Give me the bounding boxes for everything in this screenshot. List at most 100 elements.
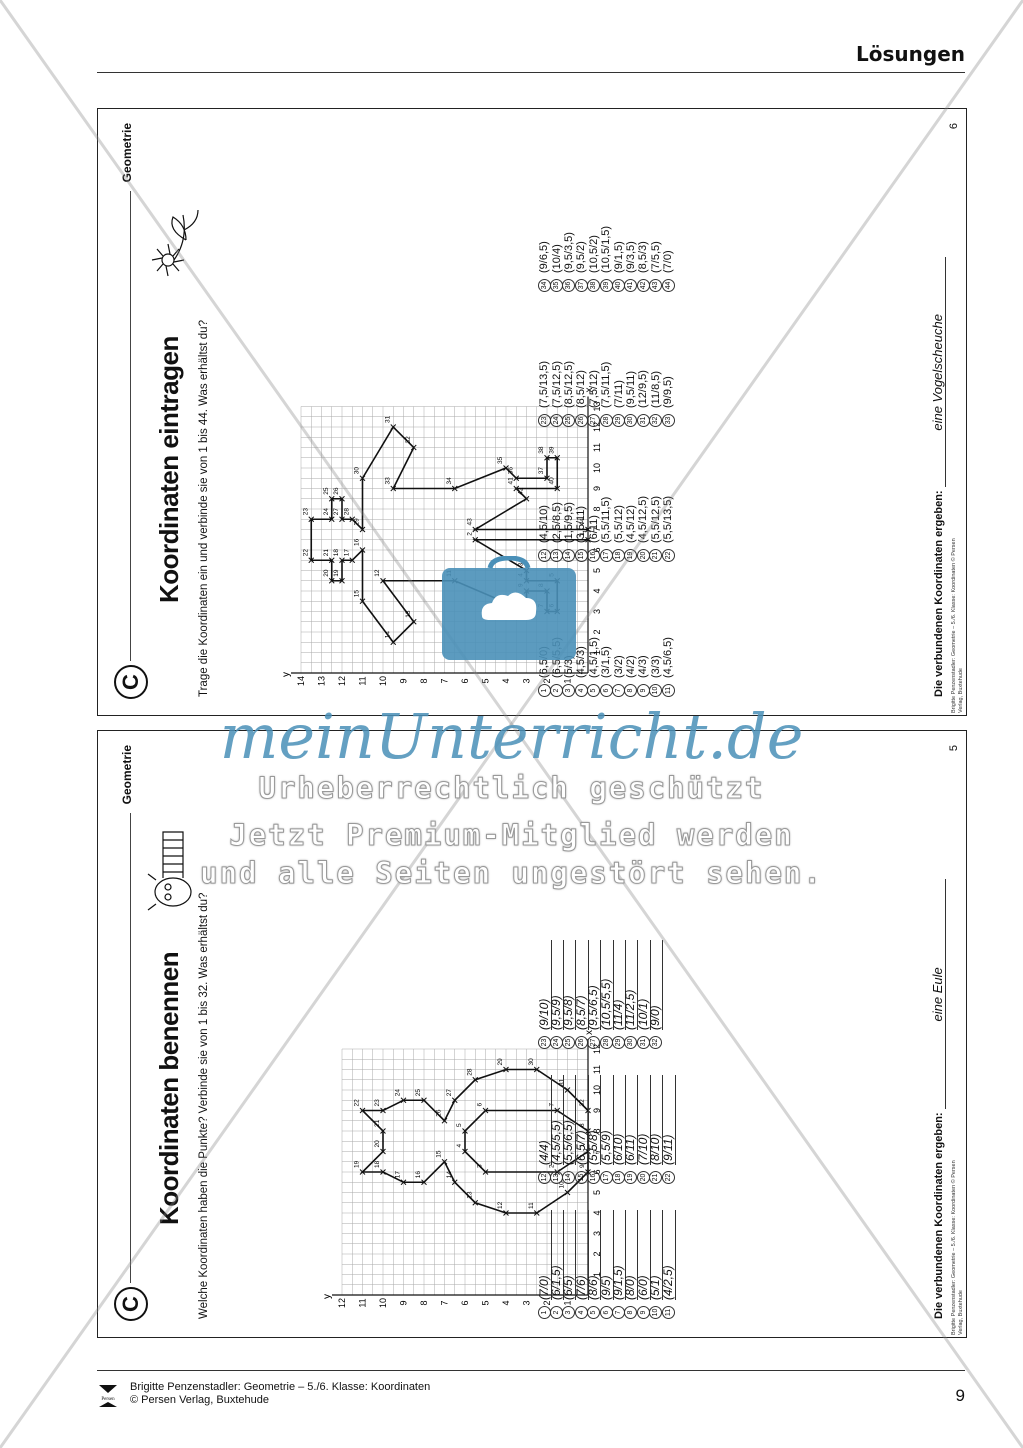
- y-tick-label: 11: [358, 1298, 368, 1307]
- point-number-badge: 9: [636, 684, 650, 697]
- coordinate-value: (9,5/3,5): [562, 232, 575, 273]
- y-tick-label: 3: [522, 678, 532, 683]
- coordinate-value: (4,5/6,5): [662, 637, 675, 678]
- coordinate-row: 43(7/5,5): [649, 112, 663, 292]
- point-number-badge: 11: [661, 1306, 675, 1319]
- point-number: 44: [579, 518, 586, 526]
- point-marker: [349, 557, 356, 564]
- coordinate-value: (9,5/11): [624, 370, 637, 408]
- point-number-badge: 34: [537, 279, 551, 292]
- point-number-badge: 8: [624, 1306, 638, 1319]
- point-marker: [564, 1087, 571, 1093]
- page-title: Lösungen: [856, 42, 965, 66]
- point-number-badge: 25: [562, 1036, 576, 1049]
- worksheet-page-number: 6: [948, 123, 960, 130]
- point-number-badge: 31: [636, 414, 650, 427]
- point-number-badge: 11: [661, 684, 675, 697]
- point-marker: [554, 1107, 561, 1114]
- point-marker: [349, 516, 356, 523]
- coordinate-value: (5,5/11,5): [600, 496, 613, 543]
- page-footer: Brigitte Penzenstadler: Geometrie – 5./6…: [130, 1381, 430, 1407]
- coordinate-value: (4,5/12): [624, 505, 637, 543]
- coordinate-value: (6/11): [587, 515, 600, 543]
- coordinate-value: (4,5/1,5): [587, 637, 600, 678]
- point-marker: [451, 1097, 458, 1104]
- point-number: 33: [384, 477, 391, 485]
- point-number: 15: [436, 1150, 443, 1158]
- page-number: 9: [955, 1386, 965, 1405]
- point-number-badge: 40: [612, 279, 626, 292]
- point-number-badge: 32: [649, 1036, 663, 1049]
- coordinate-value: (9/6,5): [538, 241, 551, 273]
- x-tick-label: 1: [592, 1272, 602, 1277]
- point-number: 32: [405, 436, 412, 444]
- point-marker: [359, 1169, 366, 1175]
- coordinate-value: (7,5/12): [587, 370, 600, 408]
- point-marker: [472, 1076, 479, 1083]
- x-tick-label: 3: [592, 609, 602, 614]
- point-number-badge: 24: [550, 1036, 564, 1049]
- coordinate-value: (4/2): [624, 655, 637, 678]
- footer-credit: Brigitte Penzenstadler: Geometrie – 5./6…: [130, 1381, 431, 1393]
- point-number-badge: 5: [587, 1306, 601, 1319]
- point-number: 13: [466, 1191, 473, 1199]
- point-number: 24: [395, 1089, 402, 1097]
- point-number: 12: [374, 569, 381, 577]
- point-marker: [339, 557, 345, 564]
- worksheet-title: Koordinaten benennen: [154, 951, 184, 1225]
- point-number: 18: [374, 1160, 381, 1168]
- point-marker: [328, 577, 335, 584]
- point-number: 29: [354, 518, 361, 526]
- y-tick-label: 7: [440, 1300, 450, 1305]
- point-number: 4: [456, 1144, 463, 1148]
- watermark-notice: Urheberrechtlich geschützt: [258, 771, 765, 806]
- point-number-badge: 21: [649, 1171, 663, 1184]
- point-marker: [462, 1128, 468, 1134]
- point-number: 15: [354, 590, 361, 598]
- figure-outline: [360, 1068, 589, 1214]
- point-number-badge: 10: [649, 684, 663, 697]
- point-number: 28: [343, 508, 350, 516]
- point-number: 17: [395, 1171, 402, 1179]
- point-number: 31: [559, 1078, 566, 1086]
- point-number-badge: 30: [624, 414, 638, 427]
- coordinate-value: (7/0): [662, 250, 675, 273]
- point-number-badge: 6: [599, 684, 613, 697]
- coordinate-value: (4,5/10): [538, 505, 551, 543]
- coordinate-row: 42(8,5/3): [636, 112, 650, 292]
- coordinate-value: (4/3): [637, 655, 650, 678]
- point-number-badge: 21: [649, 549, 663, 562]
- x-tick-label: 11: [592, 1065, 602, 1074]
- point-number-badge: 22: [661, 549, 675, 562]
- point-number-badge: 1: [537, 1306, 551, 1319]
- point-marker: [462, 1148, 468, 1155]
- coordinate-value: (9/9,5): [662, 376, 675, 408]
- owl-scholar-illustration-icon: [147, 831, 192, 911]
- point-marker: [421, 1097, 427, 1104]
- point-number-badge: 27: [587, 414, 601, 427]
- point-marker: [523, 495, 530, 502]
- point-number-badge: 16: [587, 549, 601, 562]
- point-number: 2: [466, 532, 473, 536]
- point-number: 11: [528, 1202, 535, 1209]
- point-number-badge: 33: [661, 414, 675, 427]
- point-number-badge: 7: [612, 1306, 626, 1319]
- point-marker: [585, 1128, 591, 1134]
- point-marker: [359, 1107, 366, 1114]
- point-marker: [472, 526, 479, 533]
- coordinate-value: (10,5/2): [587, 235, 600, 273]
- point-number-badge: 14: [562, 1171, 576, 1184]
- point-number-badge: 26: [574, 1036, 588, 1049]
- point-number: 23: [374, 1099, 381, 1107]
- x-tick-label: 8: [592, 1128, 602, 1133]
- footer-copyright: © Persen Verlag, Buxtehude: [130, 1394, 269, 1406]
- coordinate-value: (5,5/13,5): [662, 495, 675, 543]
- watermark-premium-prompt: Jetzt Premium-Mitglied werden: [229, 818, 794, 853]
- point-number-badge: 9: [636, 1306, 650, 1319]
- worksheet-footer: Brigitte Penzenstadler: Geometrie – 5./6…: [951, 1160, 964, 1335]
- point-marker: [533, 1210, 540, 1216]
- point-marker: [339, 577, 345, 584]
- point-marker: [585, 536, 591, 543]
- y-tick-label: 9: [399, 678, 409, 683]
